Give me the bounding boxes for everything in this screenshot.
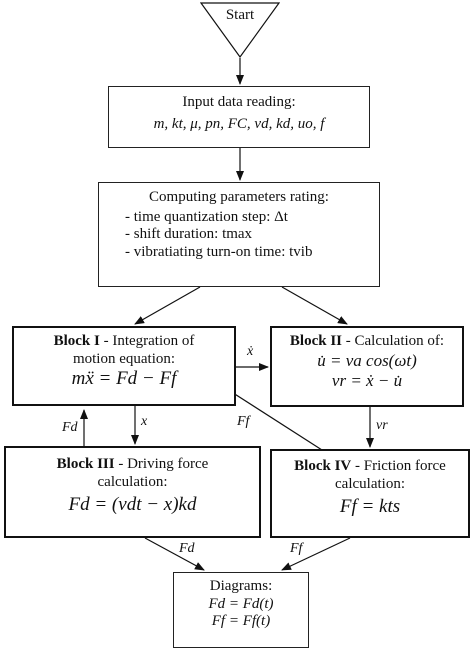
block-2-equation-1: u̇ = va cos(ωt) xyxy=(317,350,417,370)
diagrams-equation-1: Fd = Fd(t) xyxy=(208,595,274,612)
block-2-desc1: - Calculation of: xyxy=(342,333,445,349)
block-2-equation-2: vr = ẋ − u̇ xyxy=(331,370,403,390)
input-title: Input data reading: xyxy=(182,94,296,110)
block-1-name: Block I xyxy=(53,333,100,349)
label-fd-left: Fd xyxy=(62,420,78,435)
computing-item-shift-duration: - shift duration: tmax xyxy=(125,226,253,243)
label-xdot: ẋ xyxy=(247,344,254,359)
block-3-equation: Fd = (vdt − x)kd xyxy=(68,494,197,516)
computing-title: Computing parameters rating: xyxy=(149,189,329,205)
block-2-name: Block II xyxy=(289,333,343,349)
computing-parameters-box: Computing parameters rating: - time quan… xyxy=(98,182,380,287)
label-ff-bottom: Ff xyxy=(290,541,303,556)
diagrams-title: Diagrams: xyxy=(209,578,273,594)
block-3-box: Block III - Driving force calculation: F… xyxy=(4,446,261,538)
block-4-desc1: - Friction force xyxy=(351,458,446,474)
arrow-computing-to-block2 xyxy=(281,286,348,325)
start-triangle-shape xyxy=(199,2,281,59)
block-3-desc1: - Driving force xyxy=(114,456,209,472)
arrow-block3-to-diagrams xyxy=(144,537,205,571)
label-x: x xyxy=(141,414,148,429)
input-data-box: Input data reading: m, kt, μ, pn, FC, vd… xyxy=(108,86,370,148)
block-2-box: Block II - Calculation of: u̇ = va cos(ω… xyxy=(270,326,464,407)
block-4-box: Block IV - Friction force calculation: F… xyxy=(270,449,470,538)
block-1-box: Block I - Integration of motion equation… xyxy=(12,326,236,406)
start-label: Start xyxy=(225,7,255,23)
block-1-equation: mẍ = Fd − Ff xyxy=(71,368,177,390)
block-4-equation: Ff = kts xyxy=(339,496,401,518)
block-3-name: Block III xyxy=(56,456,115,472)
computing-item-vibration-time: - vibratiating turn-on time: tvib xyxy=(125,244,313,261)
arrow-computing-to-block1 xyxy=(134,286,201,325)
block-1-desc2: motion equation: xyxy=(72,350,176,367)
label-ff-middle: Ff xyxy=(237,414,250,429)
diagrams-box: Diagrams: Fd = Fd(t) Ff = Ff(t) xyxy=(173,572,309,648)
diagrams-equation-2: Ff = Ff(t) xyxy=(211,613,271,630)
block-3-desc2: calculation: xyxy=(97,473,168,490)
input-params: m, kt, μ, pn, FC, vd, kd, uo, f xyxy=(153,115,325,132)
block-1-desc1: - Integration of xyxy=(99,333,195,349)
block-4-desc2: calculation: xyxy=(335,475,405,492)
label-fd-bottom: Fd xyxy=(179,541,195,556)
computing-item-time-step: - time quantization step: Δt xyxy=(125,208,288,225)
start-node: Start xyxy=(199,2,281,59)
label-vr: vr xyxy=(376,418,388,433)
block-4-name: Block IV xyxy=(294,458,352,474)
arrow-block4-to-diagrams xyxy=(281,537,351,571)
